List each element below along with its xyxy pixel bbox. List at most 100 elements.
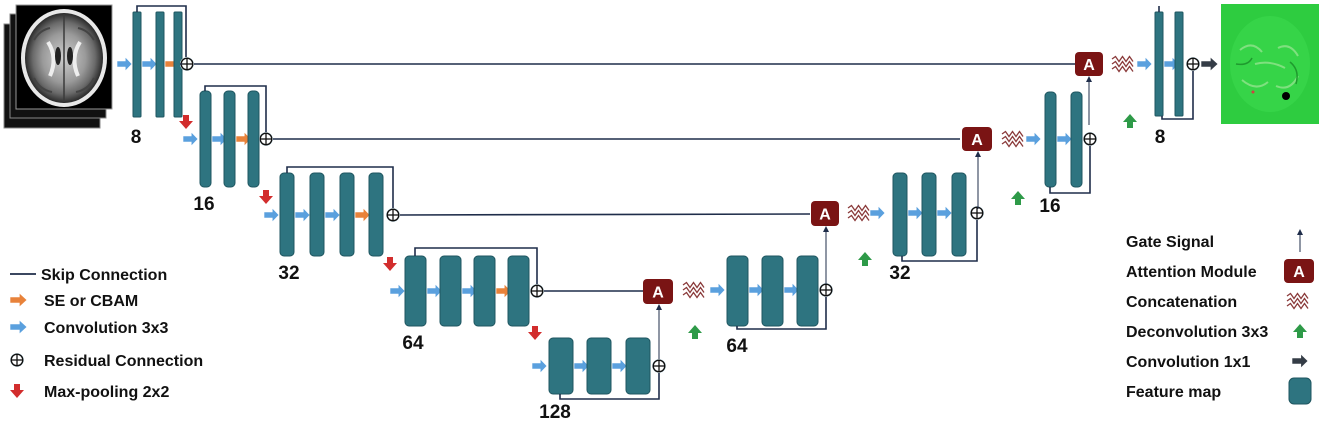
- attention-label: A: [652, 284, 664, 301]
- legend-label: Deconvolution 3x3: [1126, 324, 1268, 341]
- residual-icon: [386, 208, 400, 222]
- legend-label: Convolution 1x1: [1126, 354, 1251, 371]
- residual-skip-line: [559, 373, 660, 400]
- attention-label: A: [819, 206, 831, 223]
- legend-label: Gate Signal: [1126, 234, 1214, 251]
- conv-arrow-icon: [389, 283, 406, 299]
- legend-item: Convolution 1x1: [1126, 353, 1309, 371]
- residual-icon: [652, 359, 666, 373]
- conv1x1-arrow-icon: [1200, 56, 1219, 72]
- gate-signal-icon: [823, 226, 829, 232]
- residual-icon: [970, 206, 984, 220]
- channel-label-dec4: 64: [726, 336, 748, 357]
- feature-map: [279, 172, 295, 257]
- legend-item: Attention Module A: [1126, 259, 1314, 283]
- feature-map: [761, 255, 784, 327]
- conv-arrow-icon: [748, 282, 765, 298]
- feature-map: [199, 90, 212, 188]
- channel-label-dec3: 32: [889, 263, 910, 284]
- maxpool-arrow-icon: [10, 384, 24, 398]
- legend-label: Residual Connection: [44, 353, 203, 370]
- residual-icon: [530, 284, 544, 298]
- feature-map: [309, 172, 325, 257]
- deconv-arrow-icon: [1011, 191, 1025, 205]
- se-arrow-icon: [9, 292, 28, 308]
- residual-skip-line: [136, 5, 187, 57]
- feature-map: [247, 90, 260, 188]
- concatenation-icon: [682, 281, 705, 299]
- residual-icon: [180, 57, 194, 71]
- conv-arrow-icon: [611, 358, 628, 374]
- residual-icon: [1083, 132, 1097, 146]
- conv1x1-arrow-icon: [1291, 353, 1309, 369]
- residual-skip-line: [204, 85, 267, 132]
- conv-arrow-icon: [426, 283, 443, 299]
- conv-arrow-icon: [324, 207, 341, 223]
- concatenation-icon: [1001, 130, 1024, 148]
- maxpool-arrow-icon: [528, 326, 542, 340]
- attention-module-icon: A: [1075, 52, 1103, 76]
- channel-label-enc2: 16: [193, 194, 214, 215]
- concatenation-icon: [847, 204, 870, 222]
- legend-label: Convolution 3x3: [44, 320, 169, 337]
- conv-arrow-icon: [141, 56, 158, 72]
- legend-label: Attention Module: [1126, 264, 1257, 281]
- feature-map: [339, 172, 355, 257]
- deconv-arrow-icon: [858, 252, 872, 266]
- conv-arrow-icon: [907, 205, 924, 221]
- gate-signal-icon: [1086, 76, 1092, 82]
- deconv-arrow-icon: [1123, 114, 1137, 128]
- gate-signal-icon: [975, 151, 981, 157]
- gate-signal-icon: [1297, 229, 1303, 235]
- attention-module-icon: A: [1284, 259, 1314, 283]
- feature-map: [625, 337, 651, 395]
- deconv-arrow-icon: [1293, 324, 1307, 338]
- conv-arrow-icon: [709, 282, 726, 298]
- feature-map: [921, 172, 937, 257]
- feature-map: [726, 255, 749, 327]
- feature-map: [404, 255, 427, 327]
- attention-module-icon: A: [962, 127, 992, 151]
- residual-skip-line: [901, 220, 978, 262]
- residual-skip-line: [736, 297, 827, 330]
- residual-skip-line: [1049, 146, 1091, 194]
- residual-icon: [1186, 57, 1200, 71]
- legend-item: Concatenation: [1126, 292, 1309, 311]
- feature-map: [586, 337, 612, 395]
- channel-label-enc1: 8: [131, 127, 142, 148]
- conv-arrow-icon: [936, 205, 953, 221]
- conv-arrow-icon: [869, 205, 886, 221]
- channel-label-dec2: 16: [1039, 196, 1060, 217]
- residual-skip-line: [1161, 71, 1194, 120]
- attention-module-icon: A: [811, 201, 839, 226]
- conv-arrow-icon: [9, 319, 28, 335]
- attention-label: A: [1083, 57, 1095, 74]
- attention-module-icon: A: [643, 279, 673, 304]
- legend-item: SE or CBAM: [9, 292, 138, 310]
- residual-skip-line: [414, 247, 538, 284]
- feature-map: [223, 90, 236, 188]
- legend-item: Skip Connection: [10, 267, 167, 284]
- conv-arrow-icon: [531, 358, 548, 374]
- channel-label-enc3: 32: [278, 263, 299, 284]
- feature-map: [1044, 91, 1057, 188]
- legend-label: Feature map: [1126, 384, 1221, 401]
- legend-item: Convolution 3x3: [9, 319, 169, 337]
- residual-skip-line: [286, 166, 394, 208]
- feature-map: [951, 172, 967, 257]
- feature-map: [1070, 91, 1083, 188]
- conv-arrow-icon: [182, 131, 199, 147]
- legend-label: Max-pooling 2x2: [44, 384, 169, 401]
- concatenation-icon: [1286, 292, 1309, 310]
- channel-label-dec1: 8: [1155, 127, 1166, 148]
- concatenation-icon: [1111, 55, 1134, 73]
- legend-label: Concatenation: [1126, 294, 1237, 311]
- conv-arrow-icon: [1056, 131, 1073, 147]
- residual-icon: [10, 353, 24, 367]
- legend-label: SE or CBAM: [44, 293, 138, 310]
- conv-arrow-icon: [294, 207, 311, 223]
- feature-map: [796, 255, 819, 327]
- feature-map: [892, 172, 908, 257]
- feature-map: [368, 172, 384, 257]
